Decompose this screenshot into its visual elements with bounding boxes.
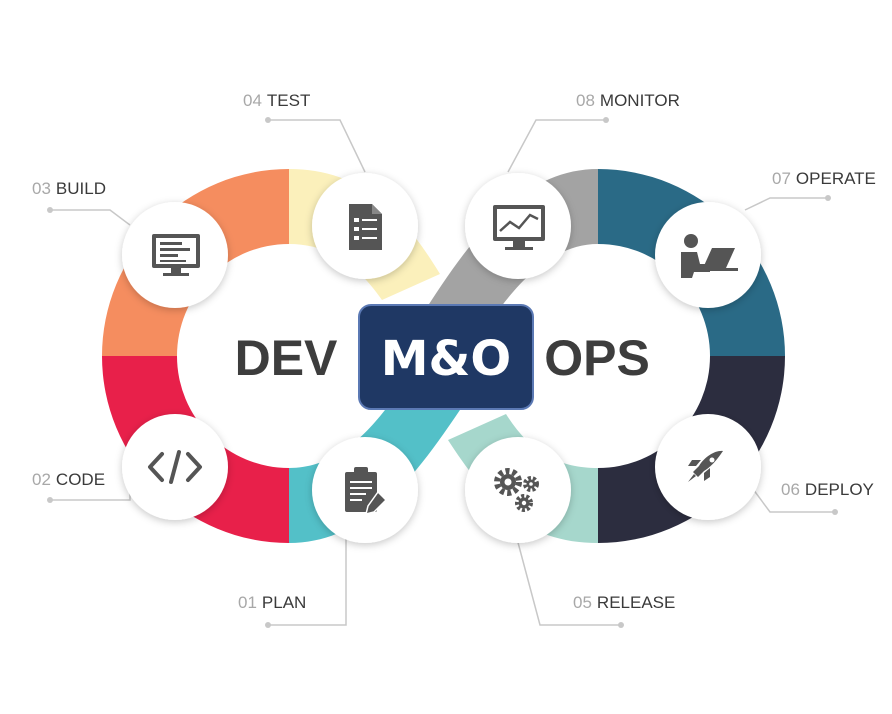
node-code: [122, 414, 228, 520]
node-plan: [312, 437, 418, 543]
node-monitor: [465, 173, 571, 279]
node-test: [312, 173, 418, 279]
leader-lines: [47, 117, 838, 628]
checklist-icon: [349, 204, 382, 250]
code-brackets-icon: [148, 450, 202, 484]
node-deploy: [655, 414, 761, 520]
dev-word: DEV: [235, 330, 338, 386]
node-operate: [655, 202, 761, 308]
monitor-chart-icon: [493, 205, 545, 250]
center-badge-box: [358, 304, 534, 410]
node-build: [122, 202, 228, 308]
gears-icon: [494, 468, 539, 512]
clipboard-pencil-icon: [345, 467, 388, 516]
center-badge: M&O: [358, 304, 534, 410]
rocket-icon: [688, 450, 723, 482]
person-laptop-icon: [681, 234, 738, 278]
center-badge-label: M&O: [381, 331, 511, 387]
node-release: [465, 437, 571, 543]
ops-word: OPS: [544, 330, 650, 386]
monitor-list-icon: [152, 234, 200, 276]
